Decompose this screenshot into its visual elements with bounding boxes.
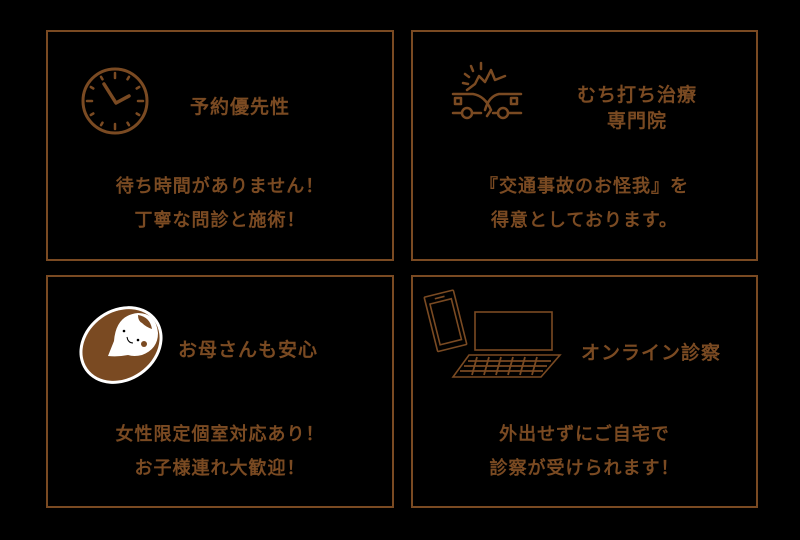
card-title: オンライン診察 xyxy=(581,342,722,364)
feature-card-whiplash: むち打ち治療 専門院 『交通事故のお怪我』を 得意としております。 xyxy=(411,30,758,261)
description-line: 外出せずにご自宅で xyxy=(499,424,670,445)
description-line: 診察が受けられます！ xyxy=(489,458,680,479)
card-title-line: むち打ち治療 xyxy=(576,84,697,106)
baby-icon xyxy=(79,306,163,384)
card-title: お母さんも安心 xyxy=(178,339,319,361)
card-description: 待ち時間がありません！ 丁寧な問診と施術！ xyxy=(48,170,392,238)
description-line: 女性限定個室対応あり！ xyxy=(115,424,325,445)
description-line: 得意としております。 xyxy=(490,210,679,231)
feature-card-reservation-priority: 予約優先性 待ち時間がありません！ 丁寧な問診と施術！ xyxy=(46,30,394,261)
description-line: 丁寧な問診と施術！ xyxy=(134,210,306,231)
clock-icon xyxy=(81,67,149,135)
card-description: 『交通事故のお怪我』を 得意としております。 xyxy=(413,170,756,238)
description-line: 待ち時間がありません！ xyxy=(115,176,325,197)
card-title: むち打ち治療 専門院 xyxy=(567,82,707,134)
card-title: 予約優先性 xyxy=(190,96,291,118)
card-description: 外出せずにご自宅で 診察が受けられます！ xyxy=(413,418,756,486)
description-line: お子様連れ大歓迎！ xyxy=(134,458,306,479)
car-crash-icon xyxy=(451,61,523,120)
laptop-phone-icon xyxy=(423,289,562,378)
card-title-line: 専門院 xyxy=(606,110,667,132)
card-description: 女性限定個室対応あり！ お子様連れ大歓迎！ xyxy=(48,418,392,486)
description-line: 『交通事故のお怪我』を xyxy=(480,176,689,197)
feature-card-online-consultation: オンライン診察 外出せずにご自宅で 診察が受けられます！ xyxy=(411,275,758,508)
feature-card-mothers: お母さんも安心 女性限定個室対応あり！ お子様連れ大歓迎！ xyxy=(46,275,394,508)
